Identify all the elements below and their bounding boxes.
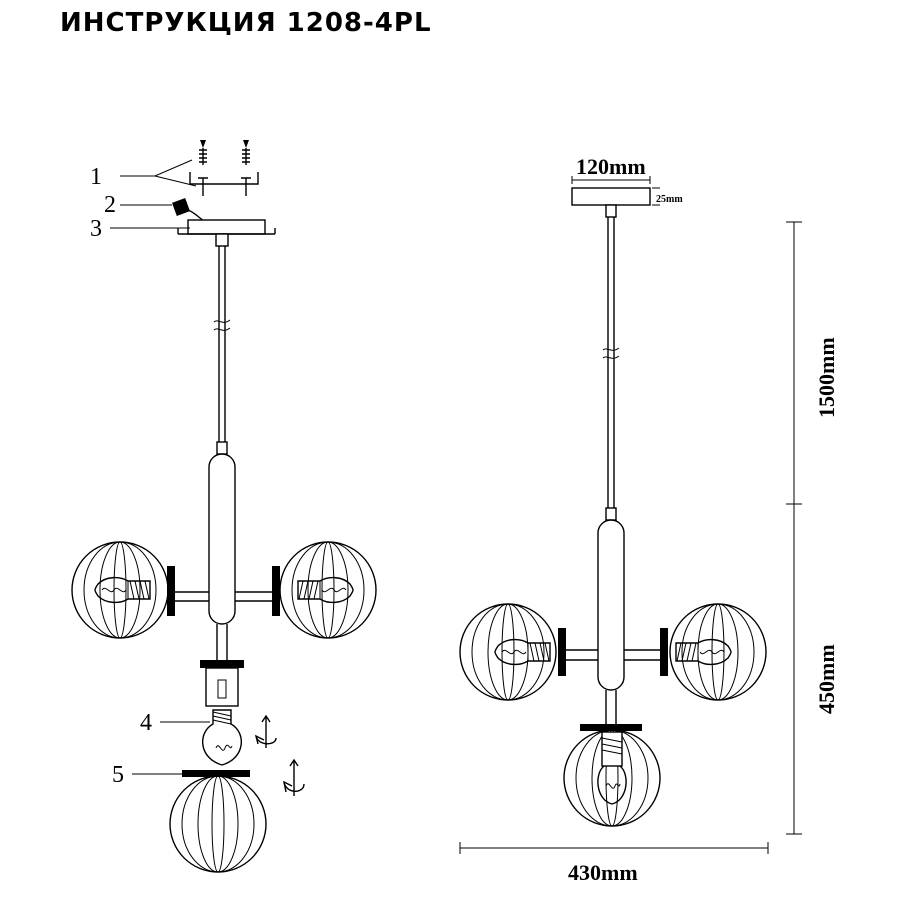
canopy-width-label: 120mm — [576, 154, 646, 179]
canopy-height-label: 25mm — [656, 194, 683, 205]
globe-left — [71, 541, 169, 639]
callout-4: 4 — [140, 710, 152, 736]
suspension-cord — [218, 246, 226, 442]
mounting-plate — [177, 219, 276, 247]
callout-5: 5 — [112, 762, 124, 788]
instruction-title: ИНСТРУКЦИЯ 1208-4PL — [60, 8, 432, 38]
width-label: 430mm — [568, 860, 638, 885]
lamp-socket — [205, 667, 239, 707]
dimension-view: 120mm 25mm 1500mm 4 — [459, 154, 839, 885]
screws-and-anchors — [189, 140, 259, 196]
light-bulb — [201, 709, 243, 766]
dim-globe-left — [459, 603, 557, 701]
glass-shade — [169, 775, 267, 873]
ceiling-canopy — [571, 187, 651, 206]
cord-length-label: 1500mm — [814, 337, 839, 418]
dim-globe-right — [669, 603, 767, 701]
globe-right — [279, 541, 377, 639]
assembly-view: 1 2 3 4 5 — [71, 140, 377, 873]
callout-1: 1 — [90, 164, 102, 190]
callout-3: 3 — [90, 216, 102, 242]
screw-in-arrow-globe — [283, 758, 305, 796]
callout-2: 2 — [104, 192, 116, 218]
dim-cord — [607, 217, 615, 508]
screw-in-arrow-bulb — [254, 714, 277, 748]
dim-globe-bottom — [563, 729, 661, 827]
body-height-label: 450mm — [814, 644, 839, 714]
central-body — [208, 453, 236, 625]
